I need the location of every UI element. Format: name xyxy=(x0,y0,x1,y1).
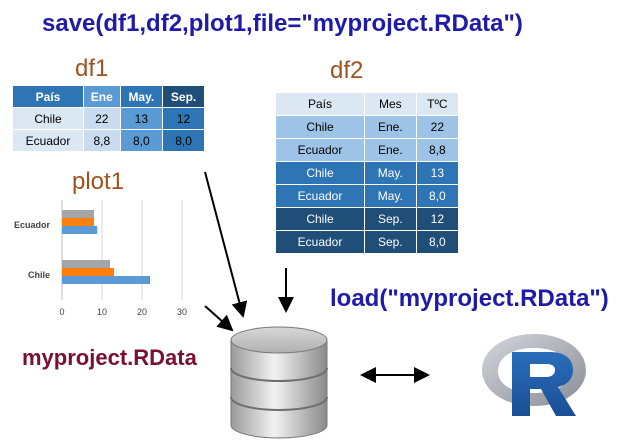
df2-cell: 8,0 xyxy=(415,184,460,208)
plot1-label: plot1 xyxy=(72,168,125,195)
save-command: save(df1,df2,plot1,file="myproject.RData… xyxy=(42,10,523,37)
df2-cell: Sep. xyxy=(364,230,417,254)
df1-cell: 8,8 xyxy=(83,129,121,152)
df2-cell: Chile xyxy=(275,207,365,231)
bar xyxy=(62,218,94,226)
df1-row: Ecuador 8,8 8,0 8,0 xyxy=(12,129,205,152)
df1-cell: 13 xyxy=(119,107,164,130)
df1-to-file-arrow xyxy=(204,171,248,318)
x-tick-label: 30 xyxy=(177,307,187,317)
df2-cell: 8,0 xyxy=(415,230,460,254)
database-icon xyxy=(230,326,328,439)
df2-cell: 22 xyxy=(415,115,460,139)
df2-table: País Mes TºC Chile Ene. 22 Ecuador Ene. … xyxy=(275,92,460,254)
df1-cell: Ecuador xyxy=(12,129,84,152)
df2-label: df2 xyxy=(330,57,364,84)
bar xyxy=(62,276,150,284)
df2-cell: Ecuador xyxy=(275,184,365,208)
df1-row: Chile 22 13 12 xyxy=(12,107,205,130)
df1-header-row: País Ene May. Sep. xyxy=(12,85,205,108)
bar xyxy=(62,260,110,268)
df2-cell: Ene. xyxy=(364,115,417,139)
df2-row: Ecuador Ene. 8,8 xyxy=(275,138,460,162)
df2-cell: 8,8 xyxy=(415,138,460,162)
plot1-chart: 0 10 20 30 Chile Ecuador xyxy=(14,200,187,317)
df1-header-cell: May. xyxy=(119,85,164,108)
category-label: Ecuador xyxy=(14,220,51,230)
df2-cell: Ecuador xyxy=(275,230,365,254)
df2-row: Ecuador Sep. 8,0 xyxy=(275,230,460,254)
bar xyxy=(62,268,114,276)
df2-cell: Sep. xyxy=(364,207,417,231)
df2-row: Ecuador May. 8,0 xyxy=(275,184,460,208)
df1-cell: 12 xyxy=(162,107,205,130)
df1-cell: Chile xyxy=(12,107,84,130)
df2-row: Chile Sep. 12 xyxy=(275,207,460,231)
df1-label: df1 xyxy=(75,55,109,82)
df1-table: País Ene May. Sep. Chile 22 13 12 Ecuado… xyxy=(12,85,205,152)
file-label: myproject.RData xyxy=(22,345,197,370)
df1-header-cell: Sep. xyxy=(162,85,205,108)
df1-header-cell: Ene xyxy=(83,85,121,108)
df2-row: Chile Ene. 22 xyxy=(275,115,460,139)
df2-cell: 13 xyxy=(415,161,460,185)
bar xyxy=(62,226,98,234)
df1-cell: 8,0 xyxy=(119,129,164,152)
category-label: Chile xyxy=(28,270,50,280)
r-logo-icon xyxy=(482,334,586,416)
bar xyxy=(62,210,94,218)
df1-cell: 8,0 xyxy=(162,129,205,152)
df2-header-cell: TºC xyxy=(415,92,460,116)
df2-cell: Ecuador xyxy=(275,138,365,162)
x-tick-label: 10 xyxy=(97,307,107,317)
x-tick-label: 20 xyxy=(137,307,147,317)
df2-cell: May. xyxy=(364,184,417,208)
x-tick-label: 0 xyxy=(59,307,64,317)
load-command: load("myproject.RData") xyxy=(330,285,609,312)
df1-cell: 22 xyxy=(83,107,121,130)
df2-cell: 12 xyxy=(415,207,460,231)
plot1-to-file-arrow xyxy=(204,305,234,332)
